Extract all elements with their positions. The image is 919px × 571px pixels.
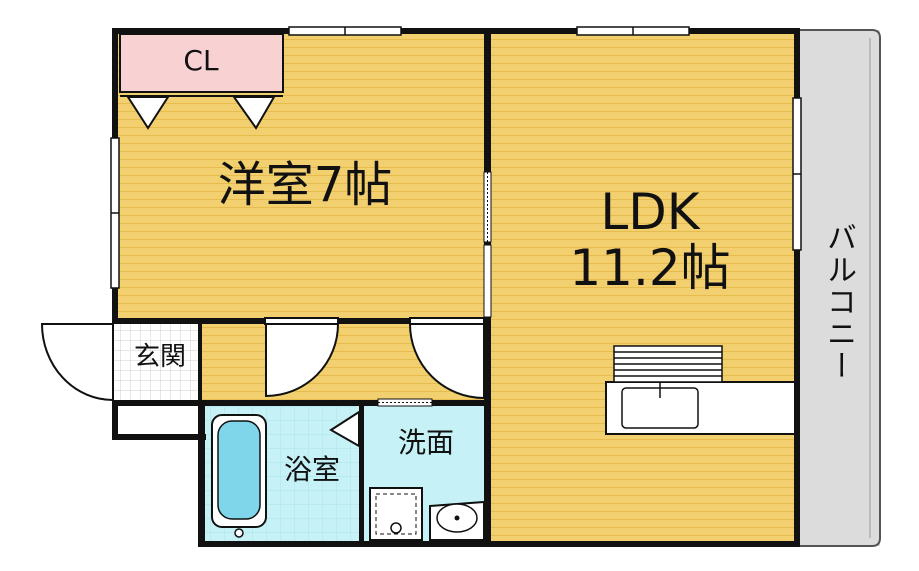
- western-room-label: 洋室7帖: [217, 157, 393, 213]
- closet: [119, 33, 284, 93]
- washing-machine-pan: [369, 487, 423, 541]
- balcony-label: バルコニー: [821, 222, 856, 382]
- ldk-floor: [490, 31, 797, 546]
- wash-sliding-door: [377, 398, 433, 407]
- range-hood: [613, 345, 723, 383]
- kitchen-counter: [605, 381, 798, 435]
- windows: [110, 26, 802, 289]
- entrance-label: 玄関: [133, 342, 186, 372]
- bathroom-label: 浴室: [283, 453, 340, 486]
- wash-basin: [429, 500, 485, 541]
- ldk-label-line1: LDK: [600, 183, 700, 241]
- closet-label: CL: [183, 44, 219, 77]
- washroom-label: 洗面: [397, 426, 454, 459]
- entrance-floor: [113, 321, 200, 401]
- ldk-label-line2: 11.2帖: [569, 239, 731, 297]
- sliding-door: [483, 171, 492, 318]
- bathtub: [211, 414, 267, 538]
- doors: [40, 317, 485, 402]
